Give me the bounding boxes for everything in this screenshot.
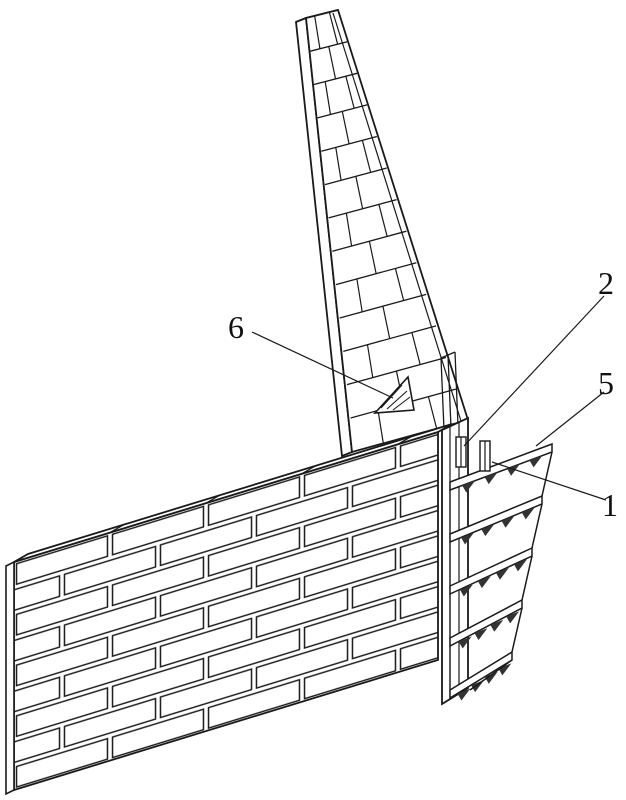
brick-head-joint (345, 76, 355, 109)
tooth-link-bar (541, 451, 553, 497)
front-wall-top-face (13, 423, 453, 563)
leader-line-5 (535, 391, 605, 447)
top-face-joint-tick (397, 435, 413, 445)
assembly-bottom-edge (469, 659, 513, 691)
brick-head-joint (378, 204, 388, 237)
brick-head-joint (324, 81, 332, 115)
gusset-hatch (392, 396, 411, 411)
top-face-joint-tick (301, 465, 317, 475)
tooth-serration (506, 611, 520, 624)
brick-head-joint (356, 278, 363, 312)
brick-head-joint (328, 46, 337, 80)
figure-label-2: 2 (598, 265, 614, 301)
brick-head-joint (335, 147, 342, 181)
front-wall-brickwork (13, 430, 439, 792)
tooth-serration (477, 576, 491, 589)
tooth-bracket-stack (449, 442, 553, 701)
brick-head-joint (355, 176, 364, 209)
back-wall-brick-joints (310, 12, 456, 444)
brick-head-joint (394, 268, 405, 301)
tooth-serration (474, 628, 488, 641)
tooth-serration (495, 567, 509, 580)
brick-head-joint (427, 396, 438, 429)
leader-line-6 (251, 331, 394, 399)
tooth-link-bar (521, 555, 533, 601)
channel-edge (454, 351, 459, 427)
front-wall-top-joints (109, 435, 413, 534)
figure-label-6: 6 (228, 309, 244, 345)
tooth-bracket-unit (449, 598, 523, 690)
brick-head-joint (328, 12, 339, 45)
channel-edge (440, 357, 445, 431)
brick-head-joint (382, 306, 391, 339)
tooth-serration (462, 480, 476, 493)
tooth-bracket-unit (449, 442, 553, 534)
brick-course-line (346, 356, 447, 386)
tooth-serration (529, 455, 543, 468)
corner-connector-assembly (441, 416, 553, 706)
front-wall (5, 423, 453, 796)
tooth-serration (461, 532, 475, 545)
annotation-leaders (251, 295, 607, 501)
figure-label-5: 5 (598, 365, 614, 401)
leader-line-1 (491, 461, 607, 501)
tooth-serration (521, 507, 535, 520)
top-face-joint-tick (205, 494, 221, 504)
back-wall (295, 8, 470, 458)
brick-head-joint (411, 332, 421, 365)
channel-connector-2 (455, 436, 467, 468)
tooth-bracket-unit (449, 494, 543, 586)
brick-head-joint (361, 140, 372, 173)
front-wall-left-end-face (5, 560, 15, 796)
tooth-serration (490, 619, 504, 632)
tooth-bracket-unit (449, 650, 513, 701)
tooth-bracket-unit (449, 546, 533, 638)
top-face-joint-tick (109, 524, 125, 534)
tooth-serration (501, 515, 515, 528)
corner-vertical-channel (440, 351, 459, 431)
gusset-hatch (380, 384, 403, 409)
tooth-bracket-plate (449, 650, 513, 700)
back-wall-face (305, 8, 470, 454)
tooth-serration (457, 688, 471, 701)
brick-head-joint (377, 410, 384, 444)
tooth-link-bar (511, 607, 523, 653)
corner-gusset-bracket (373, 375, 415, 414)
channel-edge (447, 354, 452, 429)
channel-connector-1 (479, 440, 491, 472)
gusset-hatch (386, 390, 408, 410)
tooth-serration (484, 472, 498, 485)
tooth-serration (484, 671, 498, 684)
brick-course-line (324, 167, 387, 186)
leader-line-2 (463, 295, 605, 447)
tooth-serration (498, 663, 512, 676)
tooth-link-bar (531, 503, 543, 549)
brick-head-joint (345, 213, 353, 247)
brick-head-joint (341, 111, 350, 144)
tooth-serration (513, 559, 527, 572)
brick-head-joint (368, 241, 377, 274)
tooth-serration (458, 636, 472, 649)
brick-head-joint (314, 15, 321, 49)
back-wall-corner-edge (332, 12, 462, 422)
figure-label-1: 1 (602, 487, 618, 523)
tooth-serration (459, 584, 473, 597)
channel-top (440, 351, 456, 359)
tooth-serration (481, 524, 495, 537)
brick-head-joint (366, 344, 374, 378)
